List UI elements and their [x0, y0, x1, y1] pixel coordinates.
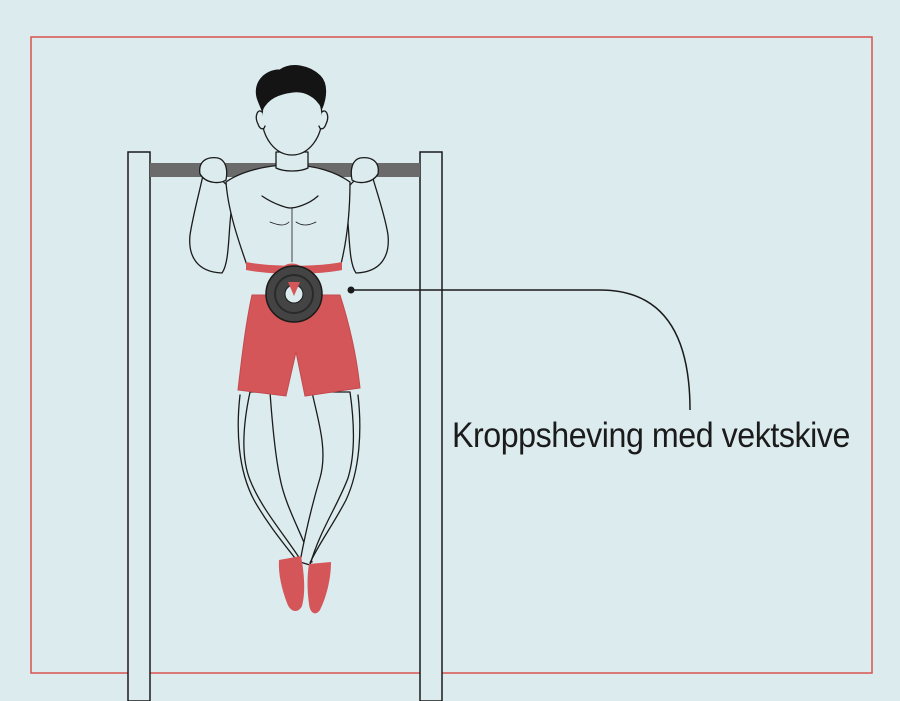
- shorts-icon: [237, 294, 361, 397]
- callout-pointer: [347, 286, 691, 411]
- weight-plate-icon: [265, 265, 323, 323]
- shoes-icon: [278, 556, 331, 614]
- frame-border-icon: [30, 36, 873, 674]
- diagram-caption: Kroppsheving med vektskive: [452, 416, 850, 455]
- athlete-figure-icon: [189, 65, 389, 566]
